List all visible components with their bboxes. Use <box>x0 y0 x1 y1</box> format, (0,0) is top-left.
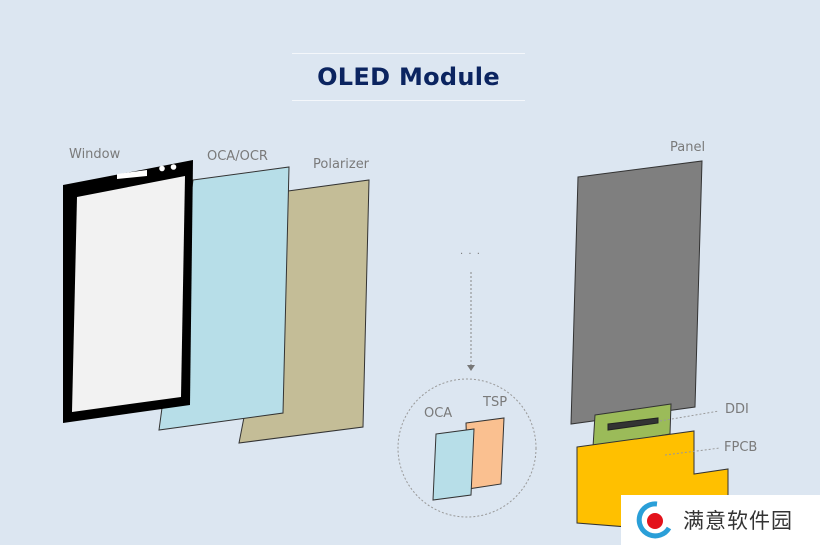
fpcb-label: FPCB <box>724 440 758 455</box>
oca-detail-layer <box>432 428 475 501</box>
tsp-label: TSP <box>483 395 508 410</box>
window-camera-dot <box>159 165 165 172</box>
watermark-logo-icon <box>636 501 672 539</box>
ddi-connector <box>607 417 659 431</box>
oca-ocr-label: OCA/OCR <box>207 149 268 164</box>
arrow-head-icon <box>467 365 475 371</box>
window-screen <box>72 176 185 412</box>
ellipsis-mark: · · · <box>460 249 481 260</box>
ddi-chip <box>592 403 672 448</box>
fpcb-leader-line <box>664 447 721 456</box>
polarizer-label: Polarizer <box>313 157 370 172</box>
ddi-leader-line <box>659 410 720 422</box>
window-speaker-slot <box>117 170 147 179</box>
window-sensor-dot <box>170 164 177 170</box>
watermark-text: 满意软件园 <box>683 509 793 533</box>
window-label: Window <box>69 147 121 162</box>
watermark: 满意软件园 <box>621 495 820 545</box>
ddi-label: DDI <box>725 402 749 417</box>
panel-label: Panel <box>670 140 706 155</box>
detail-circle <box>397 378 537 518</box>
panel-layer <box>570 160 703 425</box>
title-banner: OLED Module <box>292 53 525 101</box>
window-layer <box>63 160 193 423</box>
oca-detail-label: OCA <box>424 406 453 421</box>
diagram-title: OLED Module <box>317 63 500 91</box>
